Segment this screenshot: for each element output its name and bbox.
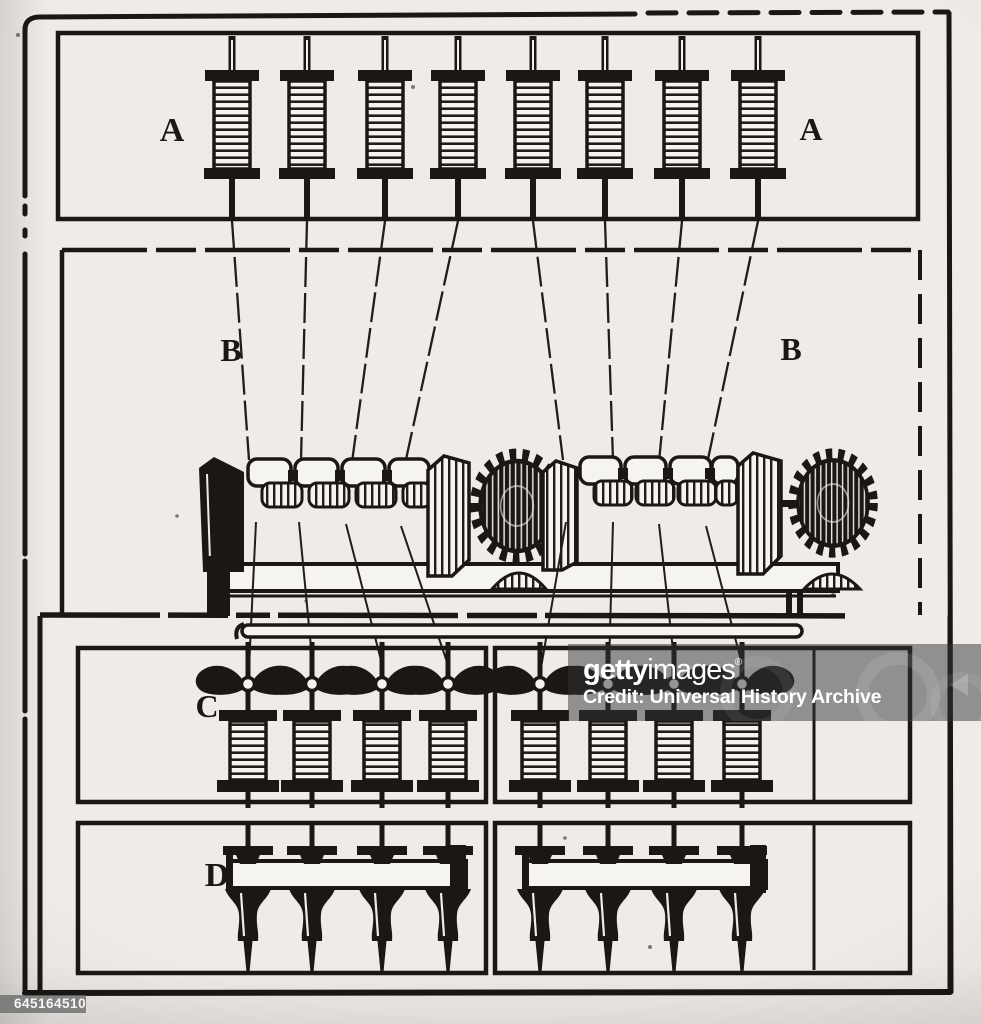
getty-credit-line: Credit: Universal History Archive [583, 686, 882, 708]
panel-c: C [75, 640, 913, 810]
bobbin [279, 36, 335, 218]
panel-d: D [75, 820, 913, 976]
spindle-unit [583, 824, 633, 971]
roller-assembly [199, 453, 873, 616]
spindle-rail-right [522, 845, 768, 893]
label-c: C [195, 688, 218, 724]
spindle-unit [515, 824, 565, 971]
spindle-unit [223, 824, 273, 971]
watermark-ghost-circle [930, 672, 981, 721]
watermark-ghost-arrow [950, 674, 968, 696]
registered-mark: ® [734, 657, 743, 668]
label-b-right: B [780, 331, 801, 367]
bobbin [430, 36, 486, 218]
getty-watermark-band: gettyimages® Credit: Universal History A… [568, 644, 981, 721]
getty-logo-bold: getty [583, 654, 648, 686]
gear-icon [793, 455, 872, 552]
spindle-unit [717, 824, 767, 971]
roller-set-right [541, 453, 873, 591]
getty-logo: gettyimages® [583, 648, 742, 685]
label-b-left: B [220, 332, 241, 368]
bobbin [577, 36, 633, 218]
bobbin-row [204, 36, 786, 218]
watermark-ghost-circle [720, 656, 794, 721]
bobbin [204, 36, 260, 218]
outer-border [22, 9, 954, 996]
upper-threads [230, 220, 760, 465]
bobbin [357, 36, 413, 218]
bobbin [654, 36, 710, 218]
panel-a: A A [55, 30, 921, 219]
guide-rail [234, 622, 804, 640]
spindle-unit [423, 824, 473, 971]
paper-specks [16, 33, 835, 949]
label-a-right: A [799, 111, 822, 147]
bobbin [505, 36, 561, 218]
image-id-badge: 645164510 [0, 995, 86, 1013]
panel-b [59, 247, 922, 615]
label-a-left: A [160, 112, 185, 149]
spindle-unit [357, 824, 407, 971]
spindle-unit [287, 824, 337, 971]
getty-logo-light: images [647, 654, 735, 686]
label-d: D [205, 857, 230, 894]
bobbin [730, 36, 786, 218]
spindle-unit [649, 824, 699, 971]
machine-divider-line [39, 612, 951, 619]
roller-set-left [199, 455, 559, 591]
